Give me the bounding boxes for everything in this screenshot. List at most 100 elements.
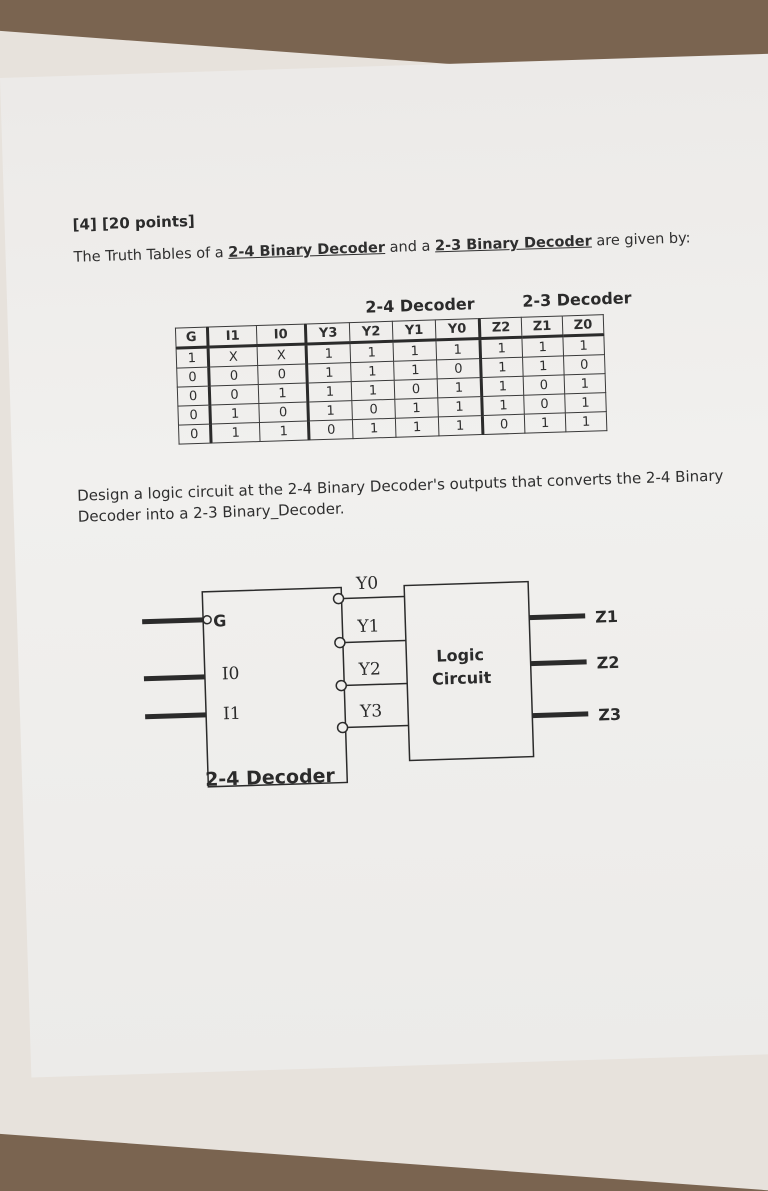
wire-z3: [532, 711, 589, 719]
table-cell: 0: [177, 405, 211, 426]
decoder-input-g: G: [213, 611, 227, 630]
table-cell: 1: [176, 347, 209, 369]
output-label-z3: Z3: [598, 705, 621, 725]
table-cell: 1: [564, 392, 607, 413]
table-cell: 1: [259, 420, 310, 442]
table-cell: 1: [306, 342, 351, 365]
table-cell: 0: [208, 365, 259, 387]
table-cell: 0: [257, 364, 308, 385]
table-cell: 0: [308, 419, 354, 440]
question-intro: The Truth Tables of a 2-4 Binary Decoder…: [73, 228, 713, 269]
table-cell: 1: [481, 376, 524, 397]
header-i0: I0: [256, 324, 307, 346]
table-cell: 0: [523, 393, 566, 415]
y1-invert-bubble: [334, 636, 346, 649]
table-caption-2-3: 2-3 Decoder: [521, 288, 632, 311]
header-y1: Y1: [392, 319, 436, 342]
header-z2: Z2: [479, 317, 522, 339]
table-cell: 0: [177, 386, 210, 407]
decoder-b-name: 2-3 Binary Decoder: [434, 233, 593, 255]
table-cell: 0: [176, 367, 210, 388]
logic-circuit-label-line2: Circuit: [432, 668, 492, 689]
header-g: G: [175, 327, 209, 349]
wire-y0: [343, 595, 405, 600]
decoder-input-i1: I1: [223, 704, 241, 725]
wire-z2: [530, 659, 587, 667]
table-cell: 0: [209, 384, 259, 406]
circuit-diagram: G I0 I1 Y0 Y1 Y2 Y3 Logic Circuit Z1 Z2 …: [142, 573, 621, 788]
intro-text-end: are given by:: [591, 230, 691, 250]
table-cell: 1: [562, 334, 605, 356]
table-cell: X: [257, 344, 307, 366]
table-cell: 1: [564, 373, 606, 394]
table-cell: 1: [352, 418, 396, 439]
wire-i0: [143, 674, 205, 682]
output-label-y0: Y0: [355, 573, 379, 594]
table-cell: 1: [522, 355, 565, 377]
wire-y2: [346, 682, 408, 687]
output-label-y3: Y3: [359, 701, 383, 722]
header-z1: Z1: [521, 315, 563, 338]
output-label-y1: Y1: [356, 616, 380, 637]
wire-z1: [529, 613, 586, 621]
table-cell: 1: [480, 357, 524, 378]
table-cell: 0: [258, 401, 309, 423]
table-cell: 0: [563, 354, 606, 375]
table-cell: 1: [565, 411, 607, 432]
header-z0: Z0: [562, 314, 604, 336]
table-cell: 1: [307, 381, 352, 402]
table-cell: 0: [482, 414, 525, 435]
table-caption-2-4: 2-4 Decoder: [365, 294, 475, 317]
decoder-input-i0: I0: [222, 664, 240, 685]
table-cell: 1: [394, 397, 439, 419]
decoder-a-name: 2-4 Binary Decoder: [228, 239, 386, 261]
intro-text-mid: and a: [384, 238, 436, 256]
table-cell: 1: [307, 400, 353, 421]
table-cell: 1: [393, 359, 438, 381]
wire-y3: [347, 724, 409, 729]
table-cell: X: [208, 345, 258, 368]
g-invert-bubble: [202, 615, 212, 625]
header-y0: Y0: [435, 318, 480, 340]
decoder-name-label: 2-4 Decoder: [204, 764, 336, 791]
table-cell: 1: [306, 362, 352, 384]
table-cell: 1: [209, 403, 260, 425]
table-cell: 1: [258, 383, 308, 404]
table-cell: 1: [349, 341, 394, 363]
header-i1: I1: [207, 325, 258, 348]
table-cell: 1: [438, 415, 483, 436]
table-cell: 1: [392, 339, 437, 362]
worksheet-page: [4] [20 points] The Truth Tables of a 2-…: [0, 52, 768, 1078]
header-y2: Y2: [349, 321, 393, 343]
table-cell: 1: [481, 395, 525, 416]
table-cell: 1: [479, 337, 523, 359]
table-cell: 0: [351, 399, 396, 420]
output-label-z2: Z2: [596, 653, 619, 673]
wire-g: [142, 617, 204, 625]
y0-invert-bubble: [332, 592, 345, 605]
y3-invert-bubble: [336, 721, 349, 734]
wire-y1: [344, 639, 406, 644]
table-cell: 0: [178, 424, 212, 445]
output-label-y2: Y2: [357, 659, 381, 680]
table-cell: 1: [210, 422, 261, 444]
wire-i1: [145, 712, 207, 720]
output-label-z1: Z1: [595, 607, 618, 627]
question-number: [4] [20 points]: [72, 211, 196, 234]
table-cell: 0: [436, 358, 482, 379]
table-cell: 1: [350, 361, 395, 382]
y2-invert-bubble: [335, 679, 348, 692]
table-cell: 1: [524, 412, 566, 434]
table-cell: 1: [437, 396, 483, 417]
table-cell: 1: [521, 335, 564, 358]
header-y3: Y3: [305, 322, 350, 345]
intro-text-start: The Truth Tables of a: [73, 244, 229, 266]
table-cell: 1: [351, 380, 395, 401]
table-cell: 1: [435, 338, 481, 360]
table-cell: 1: [437, 377, 482, 398]
logic-circuit-box: [403, 580, 535, 762]
table-cell: 0: [394, 378, 438, 400]
truth-table: G I1 I0 Y3 Y2 Y1 Y0 Z2 Z1 Z0 1 X X 1 1 1…: [175, 314, 607, 445]
table-cell: 0: [523, 374, 565, 396]
logic-circuit-label-line1: Logic: [436, 645, 484, 665]
